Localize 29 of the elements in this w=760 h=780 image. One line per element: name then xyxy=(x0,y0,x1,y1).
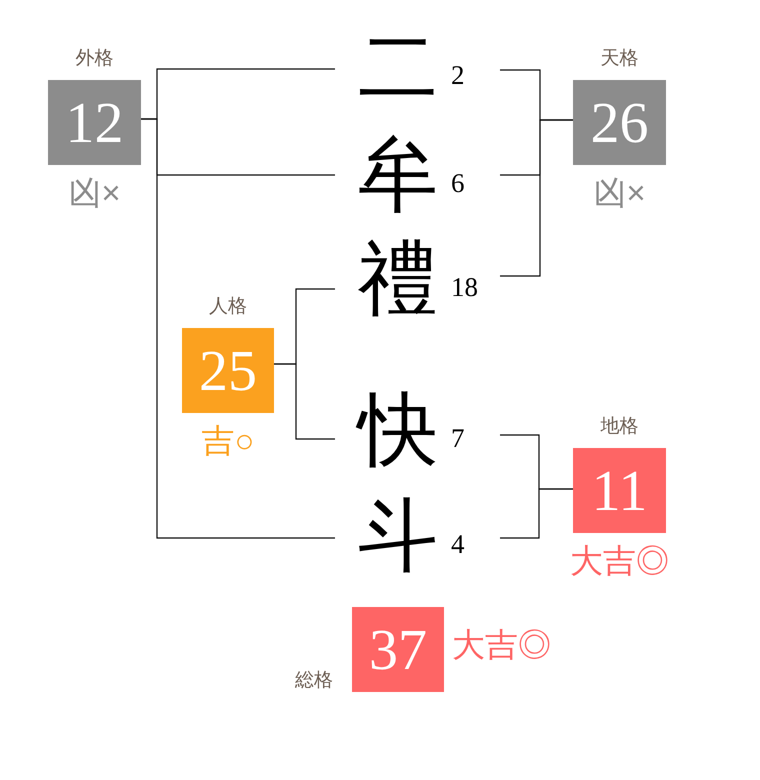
bracket-connector xyxy=(500,119,573,277)
category-label: 総格 xyxy=(295,670,333,692)
fortune-rating: 凶× xyxy=(68,175,121,211)
score-box: 11 xyxy=(573,448,666,533)
stroke-count: 6 xyxy=(451,168,464,198)
fortune-rating: 大吉◎ xyxy=(452,627,551,663)
name-character: 斗 xyxy=(358,497,438,577)
stroke-count: 18 xyxy=(451,272,478,302)
score-box: 26 xyxy=(573,80,666,165)
score-box: 37 xyxy=(352,607,444,692)
name-character: 牟 xyxy=(358,136,438,216)
fortune-rating: 凶× xyxy=(593,175,646,211)
fortune-rating: 吉○ xyxy=(202,423,254,459)
category-label: 天格 xyxy=(600,48,638,70)
stroke-count: 7 xyxy=(451,423,464,453)
bracket-connector xyxy=(274,363,335,440)
stroke-count: 2 xyxy=(451,60,464,90)
bracket-connector xyxy=(141,118,335,539)
category-label: 外格 xyxy=(76,48,114,70)
name-character: 禮 xyxy=(358,240,438,320)
fortune-rating: 大吉◎ xyxy=(570,543,669,579)
category-label: 人格 xyxy=(209,296,247,318)
stroke-count: 4 xyxy=(451,529,464,559)
bracket-connector xyxy=(500,488,573,539)
name-character: 二 xyxy=(358,28,438,108)
score-box: 12 xyxy=(48,80,141,165)
name-character: 快 xyxy=(358,391,438,471)
category-label: 地格 xyxy=(600,416,638,438)
score-box: 25 xyxy=(182,328,274,413)
